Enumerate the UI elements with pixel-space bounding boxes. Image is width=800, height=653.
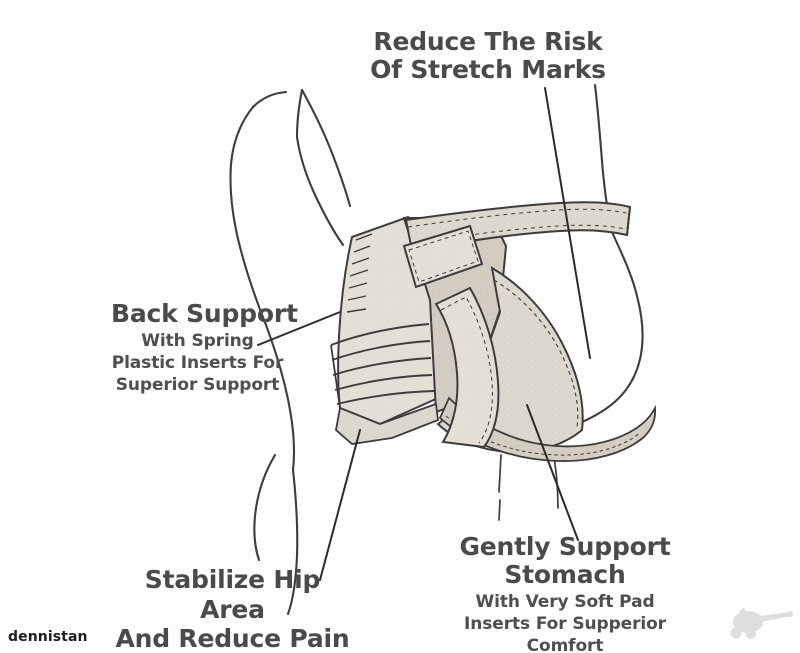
lower-left-band [330,344,439,445]
callout-heading: Gently Support Stomach [459,532,671,589]
velcro-tab [402,224,484,289]
callout-reduce-stretch-marks: Reduce The Risk Of Stretch Marks [368,28,608,84]
leader-lines [257,87,591,581]
leader-stomach [526,404,579,541]
callout-heading: Back Support [111,299,298,328]
callout-heading: Stabilize Hip Area And Reduce Pain [115,565,350,653]
callout-stabilize-hip: Stabilize Hip Area And Reduce Pain [110,565,355,653]
animal-silhouette-logo [720,603,794,643]
leader-stretch-marks [544,87,591,359]
callout-gently-support-stomach: Gently Support Stomach With Very Soft Pa… [400,533,730,653]
leader-hip [319,429,361,581]
watermark-text: dennistan [8,629,88,645]
callout-subtext: With Spring Plastic Inserts For Superior… [111,331,284,395]
leader-back-support [257,311,341,346]
callout-subtext: With Very Soft Pad Inserts For Supperior… [464,592,666,653]
body-outline [229,83,644,616]
callout-heading: Reduce The Risk Of Stretch Marks [370,27,606,84]
front-vertical-strap [434,286,500,449]
callout-back-support: Back Support With Spring Plastic Inserts… [95,300,300,396]
